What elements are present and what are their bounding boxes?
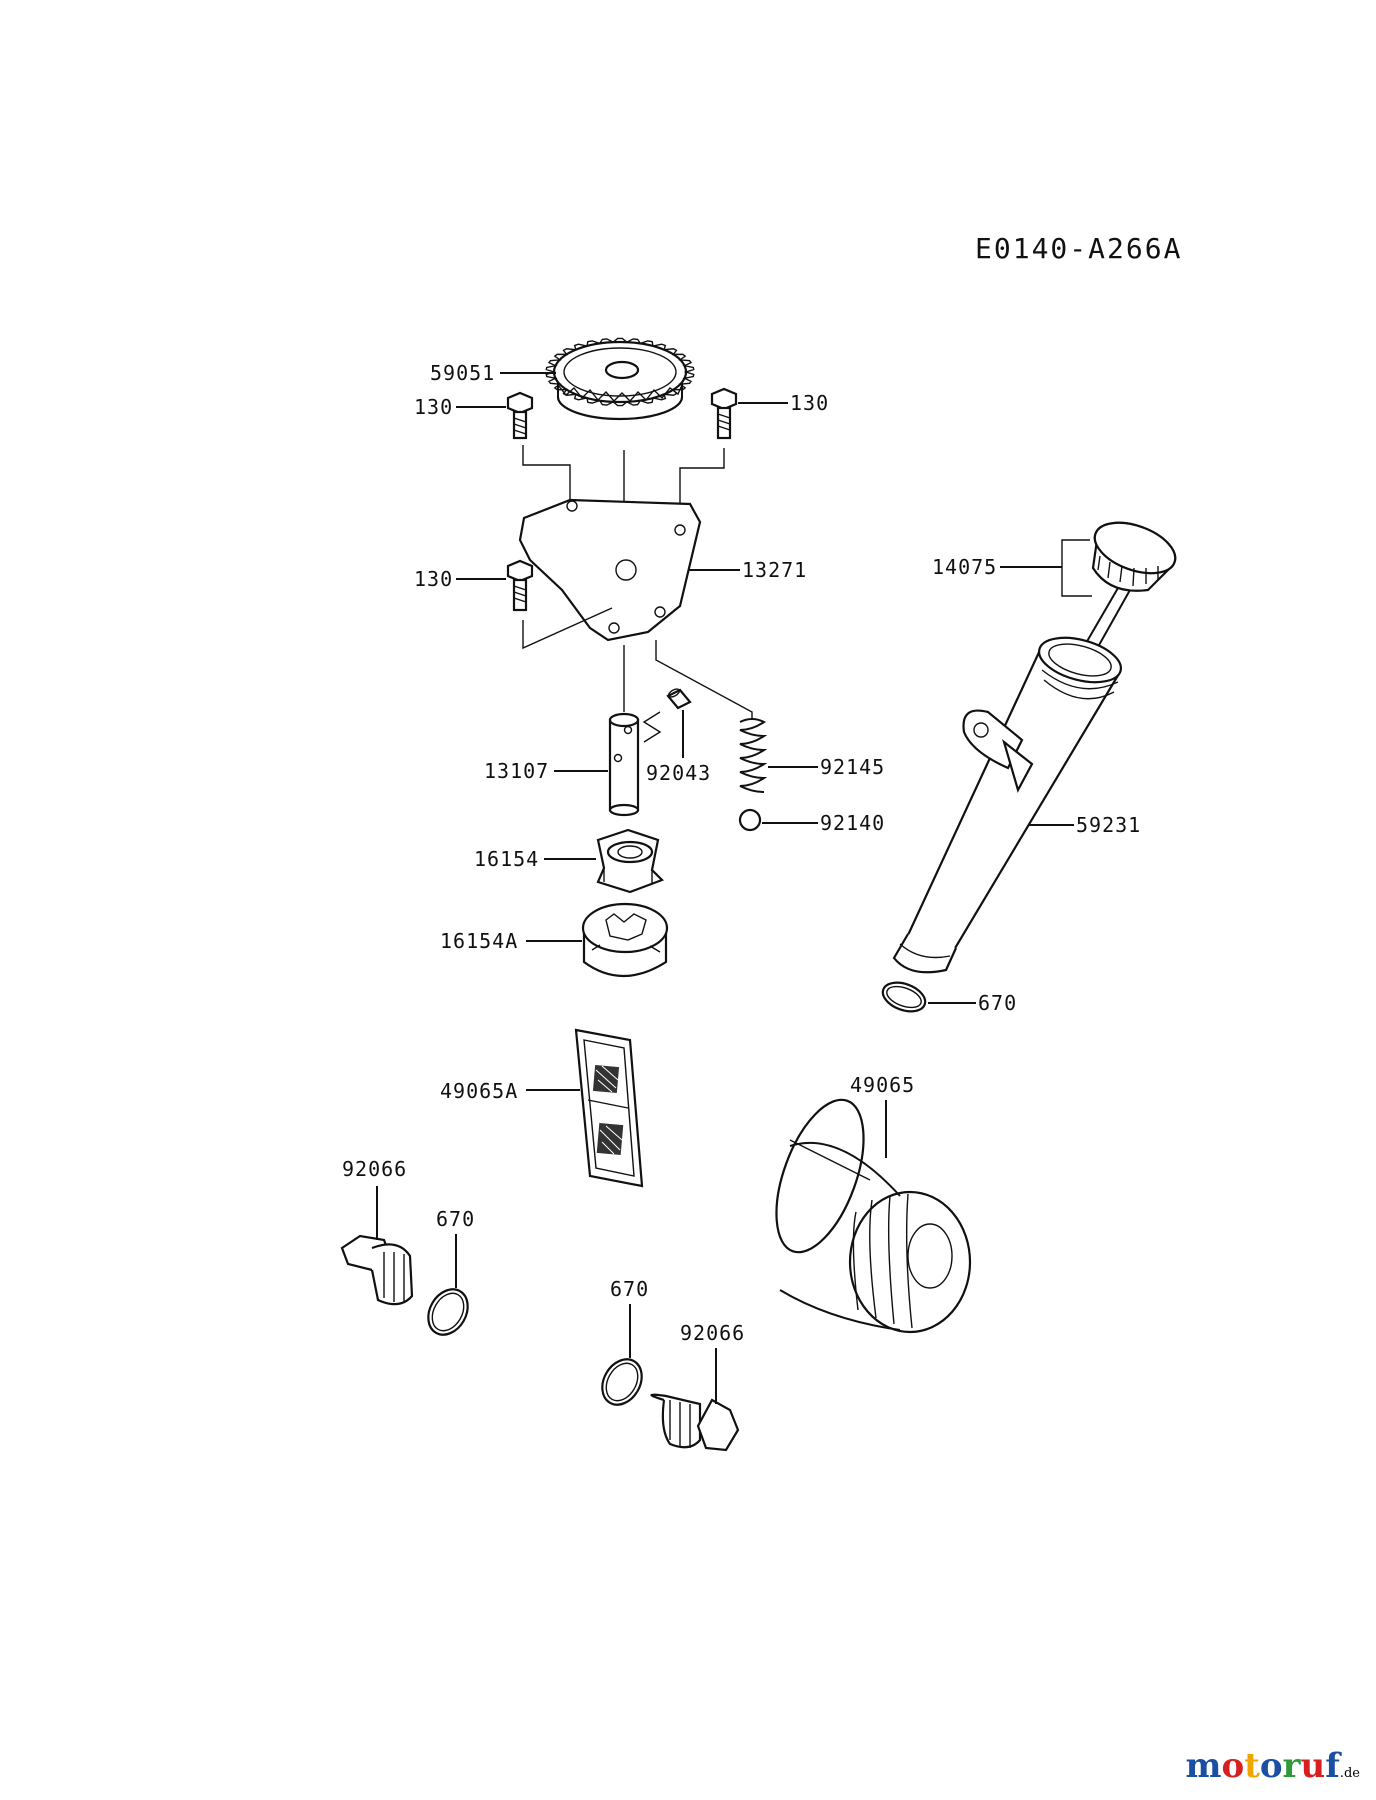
oring-center[interactable] xyxy=(594,1352,649,1412)
oring-left[interactable] xyxy=(420,1282,475,1342)
drain-plug-left[interactable] xyxy=(340,1234,414,1306)
watermark-letter: r xyxy=(1282,1746,1301,1786)
label-130-left-top: 130 xyxy=(414,395,453,419)
label-92140: 92140 xyxy=(820,811,885,835)
dipstick-tube[interactable] xyxy=(892,630,1126,974)
label-670-left: 670 xyxy=(436,1207,475,1231)
label-59231: 59231 xyxy=(1076,813,1141,837)
watermark-letter: f xyxy=(1325,1746,1340,1786)
label-16154: 16154 xyxy=(474,847,539,871)
label-670-tube: 670 xyxy=(978,991,1017,1015)
inner-rotor[interactable] xyxy=(596,828,664,894)
label-130-right-top: 130 xyxy=(790,391,829,415)
bolt-left-top[interactable] xyxy=(506,391,534,440)
label-92145: 92145 xyxy=(820,755,885,779)
label-14075: 14075 xyxy=(932,555,997,579)
relief-spring[interactable] xyxy=(739,718,768,793)
label-59051: 59051 xyxy=(430,361,495,385)
label-16154A: 16154A xyxy=(440,929,518,953)
gear-part[interactable] xyxy=(552,340,688,421)
oil-strainer-screen[interactable] xyxy=(574,1028,644,1188)
oring-tube[interactable] xyxy=(879,977,929,1016)
diagram-code: E0140-A266A xyxy=(975,232,1182,265)
outer-rotor[interactable] xyxy=(581,902,669,978)
watermark-letter: m xyxy=(1185,1746,1222,1786)
watermark-letter: o xyxy=(1221,1746,1245,1786)
watermark-letter: o xyxy=(1259,1746,1283,1786)
label-13271: 13271 xyxy=(742,558,807,582)
watermark-logo: motoruf.de xyxy=(1185,1746,1360,1786)
drain-plug-right[interactable] xyxy=(650,1393,740,1452)
relief-ball[interactable] xyxy=(738,808,762,832)
label-49065A: 49065A xyxy=(440,1079,518,1103)
watermark-letter: u xyxy=(1300,1746,1326,1786)
label-670-center: 670 xyxy=(610,1277,649,1301)
label-92043: 92043 xyxy=(646,761,711,785)
label-49065: 49065 xyxy=(850,1073,915,1097)
label-13107: 13107 xyxy=(484,759,549,783)
bolt-left-mid[interactable] xyxy=(506,559,534,612)
dipstick-cap[interactable] xyxy=(1081,513,1182,655)
pin-part[interactable] xyxy=(666,687,692,710)
oil-filter[interactable] xyxy=(759,1089,972,1334)
label-92066-right: 92066 xyxy=(680,1321,745,1345)
bolt-right-top[interactable] xyxy=(710,387,738,440)
label-92066-left: 92066 xyxy=(342,1157,407,1181)
pump-shaft[interactable] xyxy=(608,712,640,817)
label-130-left-mid: 130 xyxy=(414,567,453,591)
watermark-letter: t xyxy=(1244,1746,1260,1786)
pump-cover-plate[interactable] xyxy=(518,498,702,642)
